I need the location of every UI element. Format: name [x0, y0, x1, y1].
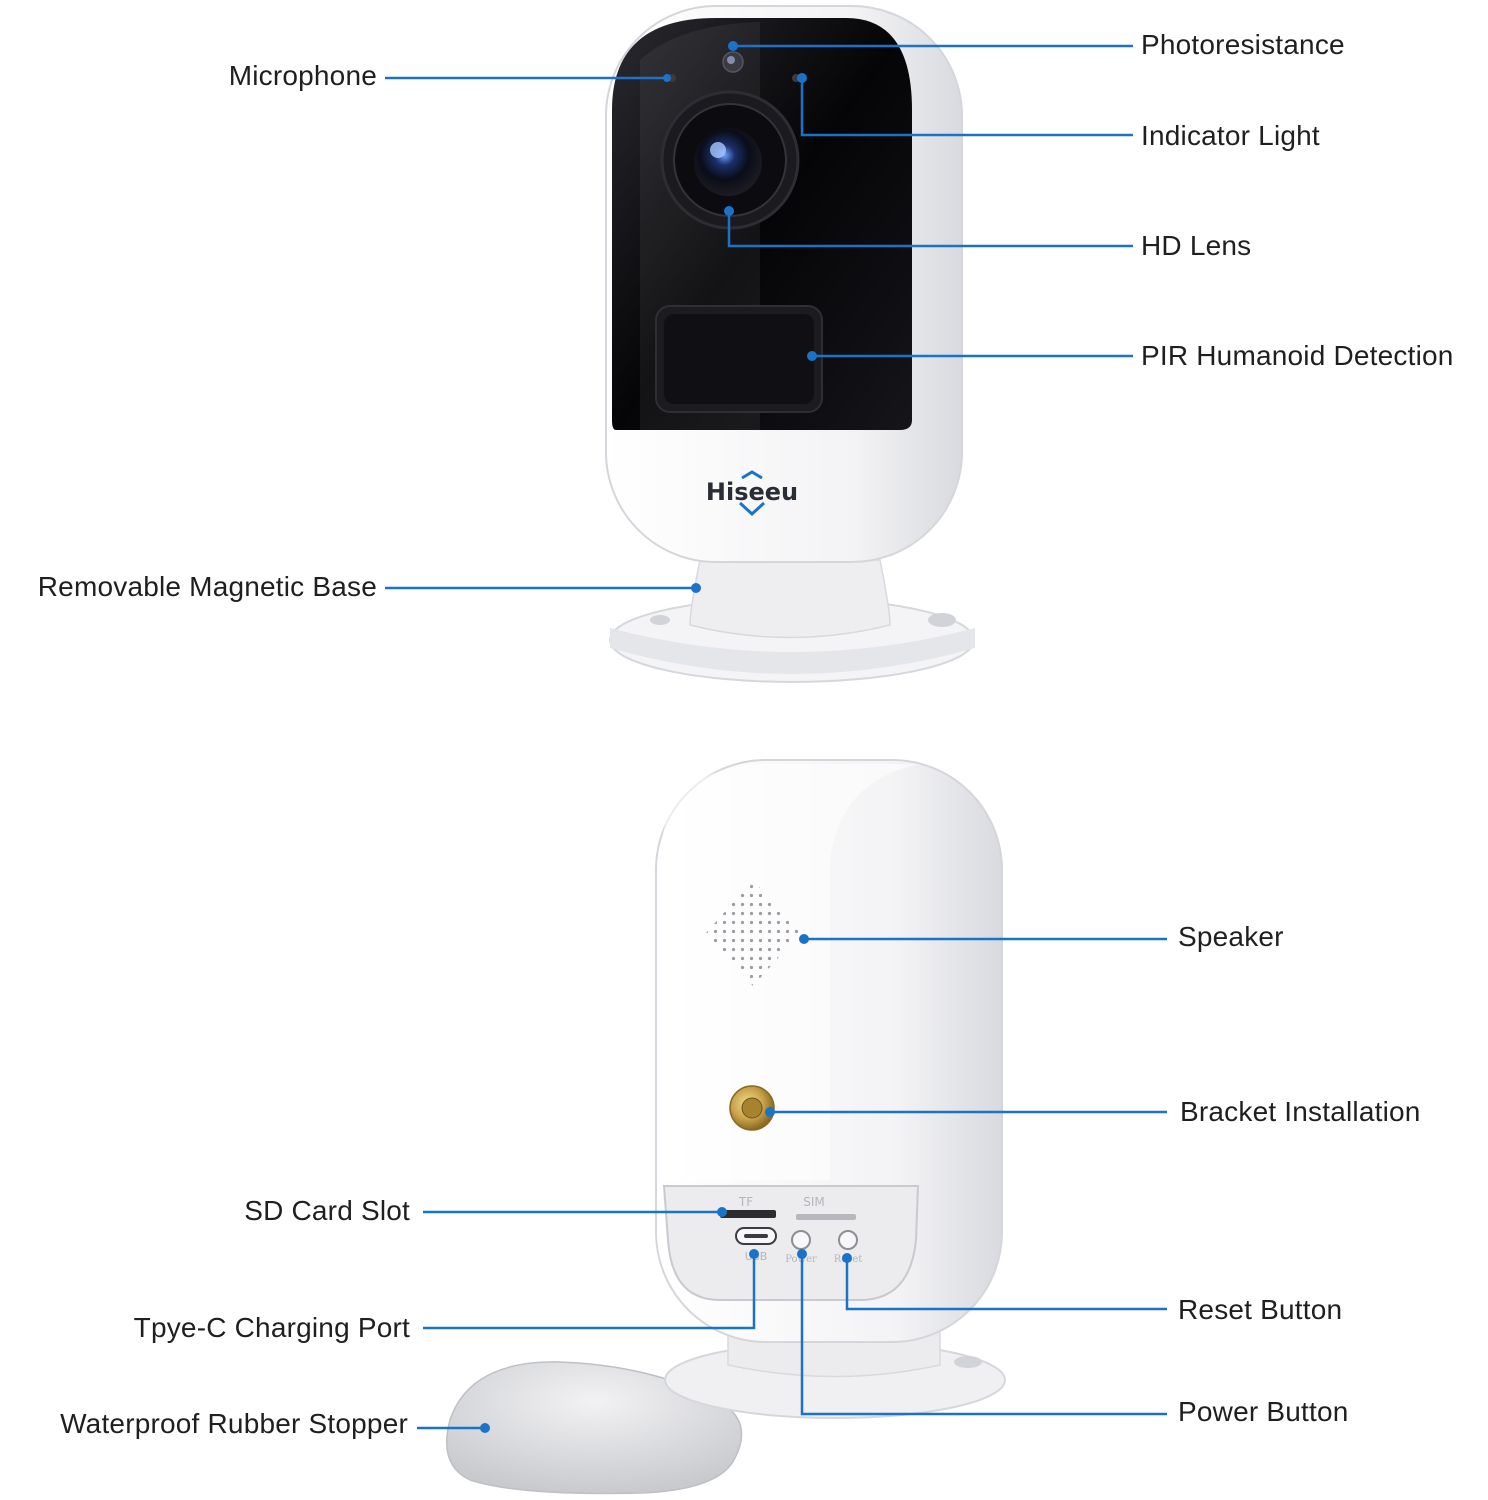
label-hd-lens: HD Lens	[1141, 230, 1252, 261]
label-speaker: Speaker	[1178, 921, 1284, 952]
power-button-icon	[791, 1230, 811, 1250]
label-sd-card-slot: SD Card Slot	[244, 1195, 410, 1226]
port-mark-sim: SIM	[803, 1195, 825, 1209]
label-reset-button: Reset Button	[1178, 1294, 1343, 1325]
leader-indicator-light	[800, 78, 1133, 137]
leader-power	[800, 1254, 1167, 1416]
sd-slot-icon	[720, 1210, 776, 1218]
label-pir-detection: PIR Humanoid Detection	[1141, 340, 1454, 371]
reset-button-icon	[838, 1230, 858, 1250]
back-camera: TF SIM USB Power Reset	[446, 759, 1006, 1495]
label-rubber-stopper: Waterproof Rubber Stopper	[60, 1408, 408, 1439]
label-indicator-light: Indicator Light	[1141, 120, 1320, 151]
brand-logo: Hiseeu	[706, 478, 798, 506]
label-charging-port: Tpye-C Charging Port	[133, 1312, 410, 1343]
leader-charging-port	[423, 1254, 756, 1330]
label-photoresistance: Photoresistance	[1141, 29, 1345, 60]
front-camera: Hiseeu	[605, 5, 975, 683]
leader-dots	[480, 41, 852, 1433]
leader-lines	[385, 44, 1167, 1430]
label-magnetic-base: Removable Magnetic Base	[37, 571, 377, 602]
label-power-button: Power Button	[1178, 1396, 1349, 1427]
label-bracket-installation: Bracket Installation	[1180, 1096, 1421, 1127]
label-microphone: Microphone	[228, 60, 377, 91]
leader-hd-lens	[727, 211, 1133, 248]
leader-reset	[845, 1258, 1167, 1311]
port-mark-tf: TF	[738, 1195, 753, 1209]
